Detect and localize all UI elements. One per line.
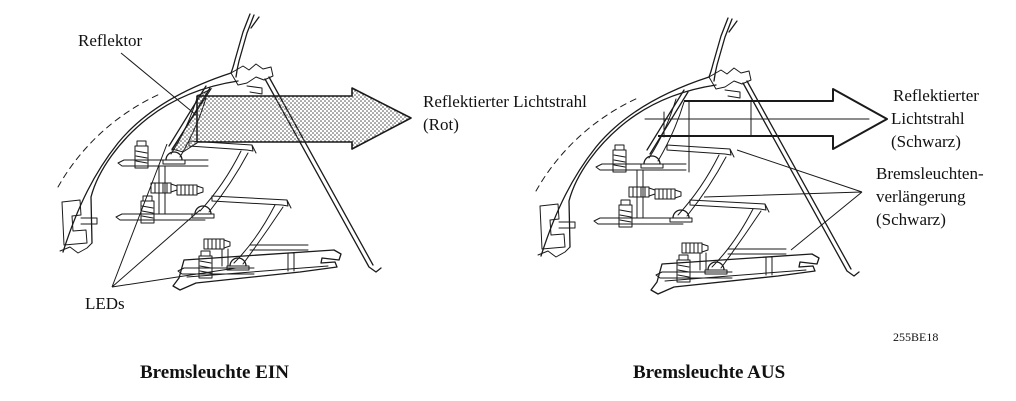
extension-leader-lines — [703, 149, 863, 251]
beam-label-schwarz-line3: (Schwarz) — [891, 132, 961, 151]
leds-leader-lines — [111, 143, 237, 288]
beam-label-schwarz-line1: Reflektierter — [893, 86, 979, 105]
beam-arrow-shape — [196, 87, 412, 150]
beam-label-schwarz-line2: Lichtstrahl — [891, 109, 965, 128]
caption-brake-light-on: Bremsleuchte EIN — [140, 362, 289, 383]
beam-funnel — [171, 87, 213, 153]
caption-brake-light-off: Bremsleuchte AUS — [633, 362, 785, 383]
reflector-leader-line — [120, 52, 197, 116]
beam-label-rot-line1: Reflektierter Lichtstrahl — [423, 92, 587, 111]
light-guide-walls — [663, 100, 752, 173]
panel-brake-light-off: Reflektierter Lichtstrahl (Schwarz) Brem… — [536, 18, 984, 383]
leds-label: LEDs — [85, 294, 125, 313]
panel-brake-light-on: Reflektor LEDs Reflektierter Lichtstrahl… — [58, 14, 587, 383]
beam-arrow-outline — [658, 88, 888, 150]
extension-label-line2: verlängerung — [876, 187, 966, 206]
beam-label-rot-line2: (Rot) — [423, 115, 459, 134]
reflector-label: Reflektor — [78, 31, 143, 50]
beam-arrow-clear — [644, 88, 888, 173]
figure-code: 255BE18 — [893, 330, 938, 344]
extension-label-line3: (Schwarz) — [876, 210, 946, 229]
spoiler-assembly-off — [536, 18, 859, 294]
beam-arrow-red — [171, 87, 412, 153]
extension-label-line1: Bremsleuchten- — [876, 164, 984, 183]
spoiler-assembly-on — [58, 14, 381, 290]
